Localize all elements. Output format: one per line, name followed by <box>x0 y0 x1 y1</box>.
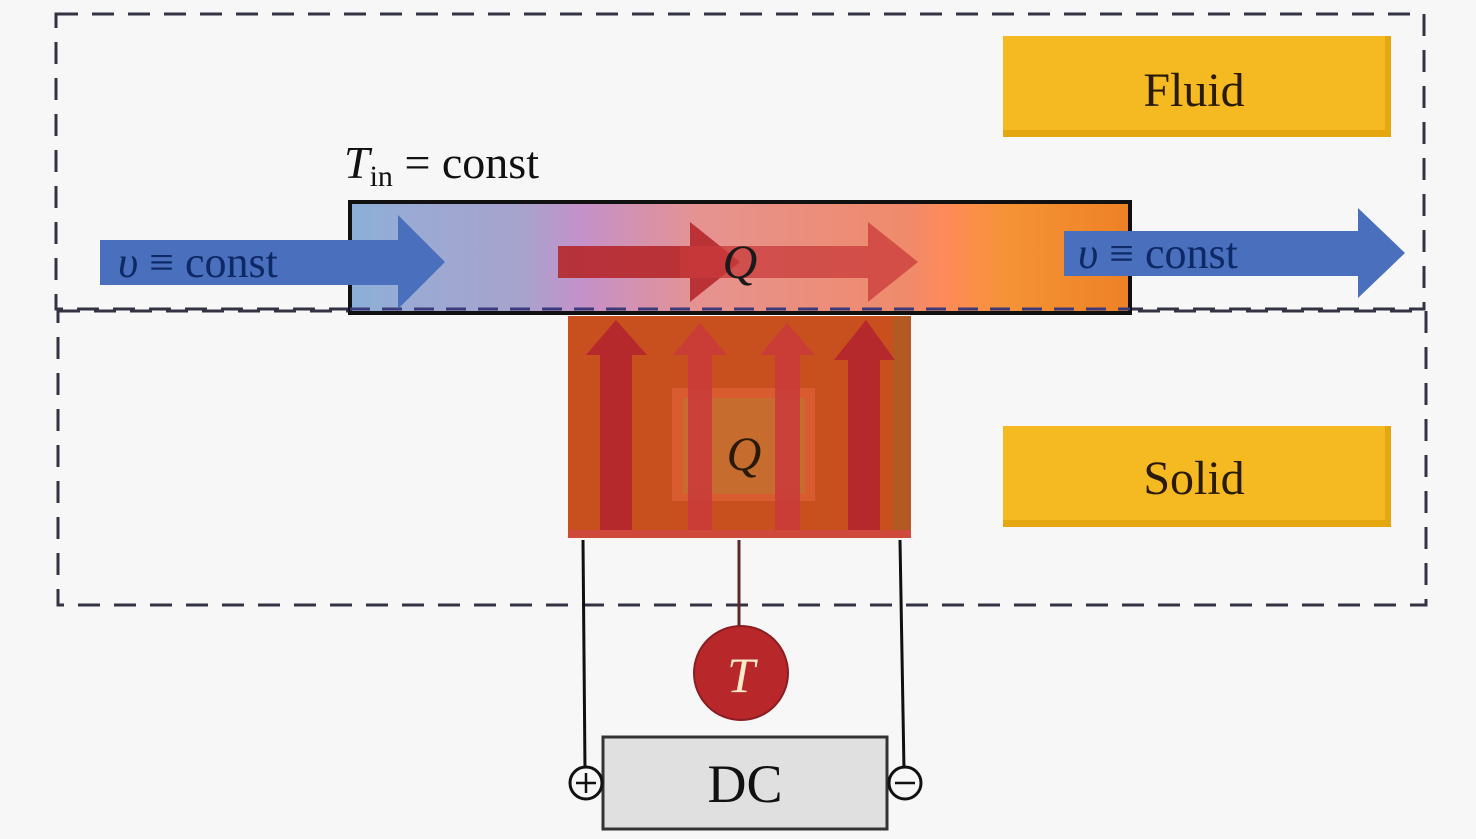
dc-label: DC <box>707 754 782 814</box>
solid-label-box: Solid <box>1003 426 1391 527</box>
thermometer-symbol: T <box>727 647 758 703</box>
solid-heat-arrow-2 <box>673 323 727 530</box>
thermometer-probe: T <box>693 625 789 721</box>
outlet-velocity-arrow: υ ≡ const <box>1064 208 1405 298</box>
channel-heat-arrow-1 <box>558 222 740 302</box>
solid-heater-block: Q <box>568 316 911 538</box>
fluid-label-box: Fluid <box>1003 36 1391 137</box>
inlet-velocity-label: υ ≡ const <box>118 238 278 287</box>
solid-heat-arrow-4 <box>834 320 895 530</box>
inlet-temperature-condition: Tin = const <box>344 137 539 193</box>
fluid-label: Fluid <box>1143 64 1244 117</box>
positive-terminal <box>568 765 604 801</box>
solid-heat-symbol: Q <box>727 428 762 481</box>
dc-power-supply: DC <box>601 735 889 831</box>
solid-label: Solid <box>1143 452 1244 505</box>
channel-heat-arrow-2 <box>680 222 918 302</box>
outlet-velocity-label: υ ≡ const <box>1078 229 1238 278</box>
negative-terminal <box>887 765 923 801</box>
negative-wire <box>898 539 906 771</box>
positive-wire <box>581 539 587 771</box>
solid-heat-arrow-3 <box>760 323 815 530</box>
inlet-velocity-arrow: υ ≡ const <box>100 215 445 309</box>
channel-heat-symbol: Q <box>723 236 758 289</box>
solid-heat-arrow-1 <box>586 320 647 530</box>
